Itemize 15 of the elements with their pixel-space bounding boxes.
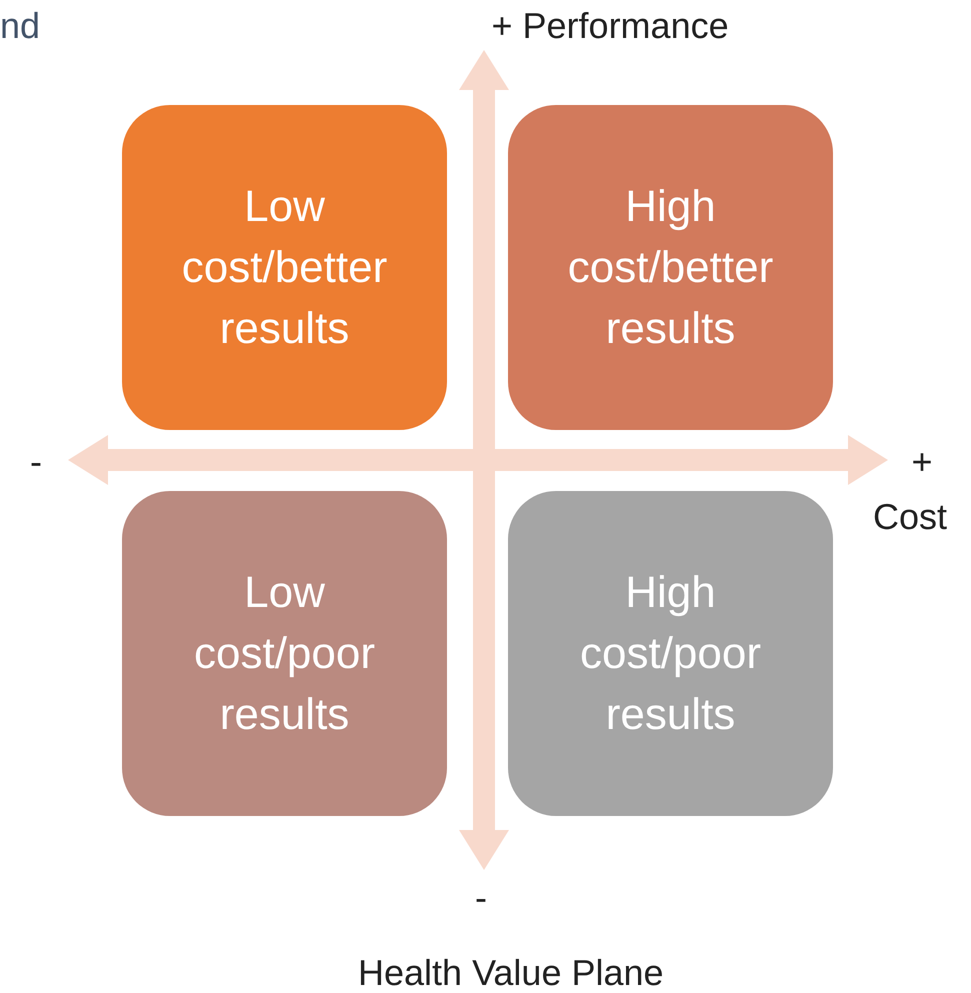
quadrant-box — [508, 105, 833, 430]
quadrant-label: Low cost/better results — [180, 181, 388, 355]
cut-off-text: nd — [0, 6, 40, 46]
quadrant-box — [122, 491, 447, 816]
quadrant-label: Low cost/poor results — [193, 567, 376, 741]
quadrant-label: High cost/better results — [566, 181, 774, 355]
axis-label: + Performance — [492, 6, 729, 46]
axis-label: + — [912, 442, 933, 482]
quadrant-box — [122, 105, 447, 430]
axis-label: Cost — [873, 497, 948, 537]
quadrant-box — [508, 491, 833, 816]
axis-label: - — [30, 442, 42, 482]
caption: Health Value Plane — [358, 953, 664, 993]
axis-label: - — [475, 878, 487, 918]
quadrant-label: High cost/poor results — [579, 567, 762, 741]
